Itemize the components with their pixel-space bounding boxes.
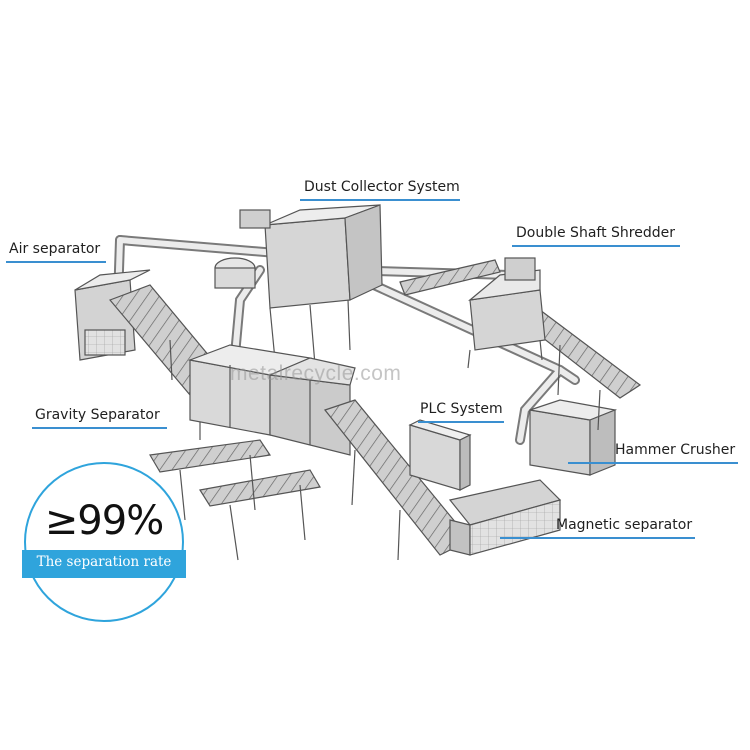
leader-dust-collector [300,199,460,201]
watermark-text: metalrecycle.com [230,362,401,386]
leader-plc-system [418,421,504,423]
separation-rate-caption: The separation rate [26,554,182,570]
leader-hammer-crusher [568,462,738,464]
label-double-shaft-shredder: Double Shaft Shredder [516,224,675,242]
separation-rate-value: ≥99% [26,498,182,544]
label-gravity-separator: Gravity Separator [35,406,160,424]
separation-rate-badge: ≥99% The separation rate [24,462,184,622]
label-hammer-crusher: Hammer Crusher [615,441,735,459]
label-magnetic-separator: Magnetic separator [556,516,692,534]
label-plc-system: PLC System [420,400,503,418]
hammer-crusher-unit [530,400,615,475]
label-air-separator: Air separator [9,240,100,258]
leader-magnetic-separator [500,537,695,539]
label-dust-collector: Dust Collector System [304,178,460,196]
leader-air-separator [6,261,106,263]
magnetic-separator-unit [450,480,560,555]
leader-gravity-separator [32,427,167,429]
leader-double-shaft-shredder [512,245,680,247]
